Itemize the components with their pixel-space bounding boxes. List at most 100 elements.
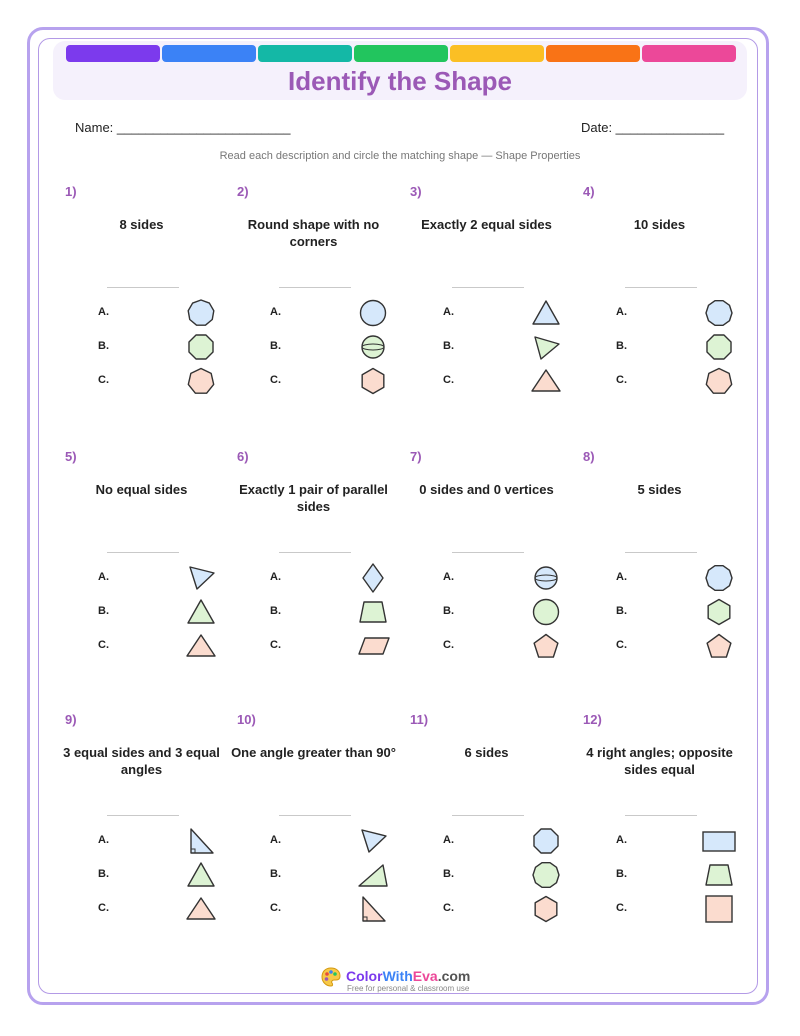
option-letter: B. (270, 340, 281, 352)
answer-option[interactable]: A. (98, 297, 215, 329)
answer-option[interactable]: C. (270, 365, 385, 397)
answer-option[interactable]: C. (98, 365, 215, 397)
isosceles-triangle-icon[interactable] (184, 630, 218, 662)
answer-option[interactable]: A. (443, 562, 558, 594)
answer-option[interactable]: C. (270, 630, 390, 662)
answer-option[interactable]: C. (443, 365, 561, 397)
equilateral-triangle-icon[interactable] (184, 859, 218, 891)
problem-number: 1) (65, 184, 77, 199)
instructions: Read each description and circle the mat… (219, 150, 581, 162)
decagon-icon[interactable] (529, 859, 563, 891)
rectangle-icon[interactable] (702, 825, 736, 857)
option-letter: C. (443, 902, 454, 914)
answer-option[interactable]: A. (98, 825, 214, 857)
answer-line (279, 287, 351, 288)
footer-brand-area: ColorWithEva.com Free for personal & cla… (320, 966, 490, 996)
problem-description: 8 sides (119, 217, 164, 232)
answer-option[interactable]: A. (616, 297, 733, 329)
problem-description: 0 sides and 0 vertices (419, 482, 554, 497)
stripe-segment (546, 45, 640, 62)
answer-option[interactable]: B. (443, 859, 560, 891)
option-letter: A. (616, 834, 627, 846)
answer-option[interactable]: B. (270, 859, 388, 891)
option-letter: A. (443, 571, 454, 583)
answer-option[interactable]: C. (616, 365, 733, 397)
answer-line (452, 287, 524, 288)
answer-option[interactable]: C. (98, 630, 216, 662)
option-letter: B. (98, 340, 109, 352)
answer-option[interactable]: B. (616, 596, 731, 628)
answer-option[interactable]: B. (98, 596, 215, 628)
answer-option[interactable]: B. (616, 331, 732, 363)
answer-option[interactable]: C. (98, 893, 216, 925)
rhombus-icon[interactable] (356, 562, 390, 594)
answer-line (625, 552, 697, 553)
sphere-icon[interactable] (356, 331, 390, 363)
problem-number: 12) (583, 712, 602, 727)
isosceles-triangle-icon[interactable] (184, 893, 218, 925)
heptagon-icon[interactable] (184, 365, 218, 397)
answer-option[interactable]: A. (270, 562, 384, 594)
answer-option[interactable]: B. (270, 331, 385, 363)
hexagon-icon[interactable] (702, 596, 736, 628)
square-icon[interactable] (702, 893, 736, 925)
scalene-triangle-icon[interactable] (184, 562, 218, 594)
octagon-icon[interactable] (702, 331, 736, 363)
answer-option[interactable]: C. (616, 893, 733, 925)
answer-option[interactable]: C. (443, 893, 558, 925)
answer-option[interactable]: B. (270, 596, 387, 628)
answer-option[interactable]: B. (98, 331, 214, 363)
isosceles-triangle-icon[interactable] (529, 365, 563, 397)
answer-option[interactable]: A. (616, 562, 733, 594)
option-letter: A. (443, 306, 454, 318)
trapezoid-icon[interactable] (356, 596, 390, 628)
option-letter: A. (98, 306, 109, 318)
nonagon-icon[interactable] (184, 297, 218, 329)
equilateral-triangle-icon[interactable] (184, 596, 218, 628)
option-letter: C. (616, 639, 627, 651)
scalene-triangle-icon[interactable] (356, 825, 390, 857)
sphere-icon[interactable] (529, 562, 563, 594)
decagon-icon[interactable] (702, 562, 736, 594)
answer-option[interactable]: B. (443, 596, 560, 628)
answer-option[interactable]: A. (270, 825, 387, 857)
answer-option[interactable]: A. (98, 562, 215, 594)
option-letter: B. (443, 605, 454, 617)
right-triangle-icon[interactable] (184, 825, 218, 857)
answer-option[interactable]: A. (443, 825, 559, 857)
rainbow-stripe (66, 45, 736, 62)
circle-icon[interactable] (356, 297, 390, 329)
answer-option[interactable]: B. (98, 859, 215, 891)
right-triangle-icon[interactable] (356, 893, 390, 925)
palette-icon (321, 967, 341, 987)
decagon-icon[interactable] (702, 297, 736, 329)
obtuse-triangle-icon[interactable] (356, 859, 390, 891)
option-letter: C. (270, 374, 281, 386)
option-letter: C. (443, 639, 454, 651)
right-pointing-triangle-icon[interactable] (529, 331, 563, 363)
option-letter: C. (98, 639, 109, 651)
heptagon-icon[interactable] (702, 365, 736, 397)
hexagon-icon[interactable] (529, 893, 563, 925)
problem-number: 8) (583, 449, 595, 464)
option-letter: C. (98, 374, 109, 386)
answer-option[interactable]: A. (270, 297, 387, 329)
answer-option[interactable]: A. (616, 825, 736, 857)
answer-option[interactable]: C. (270, 893, 386, 925)
pentagon-icon[interactable] (702, 630, 736, 662)
page-title: Identify the Shape (288, 66, 512, 96)
pentagon-icon[interactable] (529, 630, 563, 662)
hexagon-icon[interactable] (356, 365, 390, 397)
answer-option[interactable]: B. (443, 331, 560, 363)
answer-option[interactable]: C. (443, 630, 559, 662)
octagon-icon[interactable] (184, 331, 218, 363)
answer-option[interactable]: C. (616, 630, 732, 662)
answer-option[interactable]: B. (616, 859, 733, 891)
option-letter: C. (98, 902, 109, 914)
parallelogram-icon[interactable] (356, 630, 390, 662)
trapezoid-icon[interactable] (702, 859, 736, 891)
equilateral-triangle-icon[interactable] (529, 297, 563, 329)
answer-option[interactable]: A. (443, 297, 560, 329)
circle-icon[interactable] (529, 596, 563, 628)
octagon-icon[interactable] (529, 825, 563, 857)
